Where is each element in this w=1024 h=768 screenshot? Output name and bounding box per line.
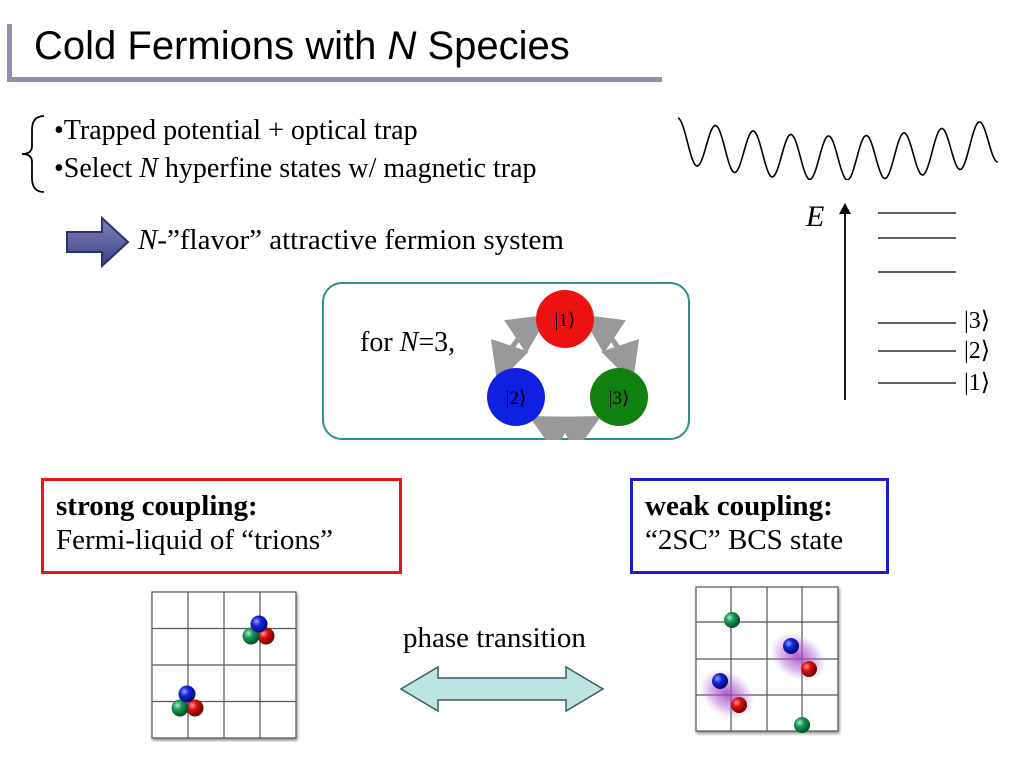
state-2-circle [487, 368, 545, 426]
unpaired-fermion [724, 612, 740, 628]
ket-2: |2⟩ [506, 388, 527, 409]
weak-coupling-box: weak coupling: “2SC” BCS state [630, 478, 889, 574]
cycle-arrow [528, 416, 602, 440]
strong-coupling-desc: Fermi-liquid of “trions” [56, 524, 334, 556]
trap-potential-wave [678, 117, 999, 180]
three-state-box [322, 282, 690, 440]
strong-coupling-heading: strong coupling: [56, 490, 258, 522]
phase-transition-label: phase transition [403, 622, 586, 654]
bcs-lattice [695, 586, 839, 733]
bullet-list: •Trapped potential + optical trap •Selec… [54, 112, 537, 188]
title-underline [7, 77, 662, 82]
weak-coupling-desc: “2SC” BCS state [645, 524, 844, 556]
flavor-system-text: N-”flavor” attractive fermion system [138, 224, 564, 256]
trion-lattice [151, 591, 297, 739]
unpaired-fermion [794, 717, 810, 733]
state-1-circle [536, 290, 594, 348]
ket-1: |1⟩ [555, 310, 576, 331]
weak-coupling-heading: weak coupling: [645, 490, 833, 522]
cooper-pair [699, 669, 755, 719]
curly-brace-icon [21, 115, 45, 193]
level-label-1: |1⟩ [964, 370, 991, 396]
ket-3: |3⟩ [609, 388, 630, 409]
slide-title: Cold Fermions with N Species [34, 24, 570, 68]
state-cycle-diagram: |1⟩ |2⟩ |3⟩ [487, 290, 648, 440]
cooper-pair [769, 632, 827, 682]
trion [242, 615, 275, 645]
cycle-arrow [490, 314, 549, 384]
cycle-arrow [581, 314, 640, 384]
trion [171, 685, 204, 717]
state-3-circle [590, 368, 648, 426]
double-arrow-icon [399, 665, 605, 713]
n-equals-3-label: for N=3, [360, 327, 456, 358]
energy-axis-label: E [806, 200, 825, 233]
strong-coupling-box: strong coupling: Fermi-liquid of “trions… [41, 478, 402, 574]
bullet-item: •Trapped potential + optical trap [54, 115, 418, 146]
title-accent-bar [7, 24, 12, 82]
level-label-2: |2⟩ [964, 338, 991, 364]
energy-level-diagram [839, 203, 956, 400]
level-label-3: |3⟩ [964, 308, 991, 334]
bullet-item: •Select N hyperfine states w/ magnetic t… [54, 153, 537, 184]
right-arrow-icon [66, 215, 130, 269]
